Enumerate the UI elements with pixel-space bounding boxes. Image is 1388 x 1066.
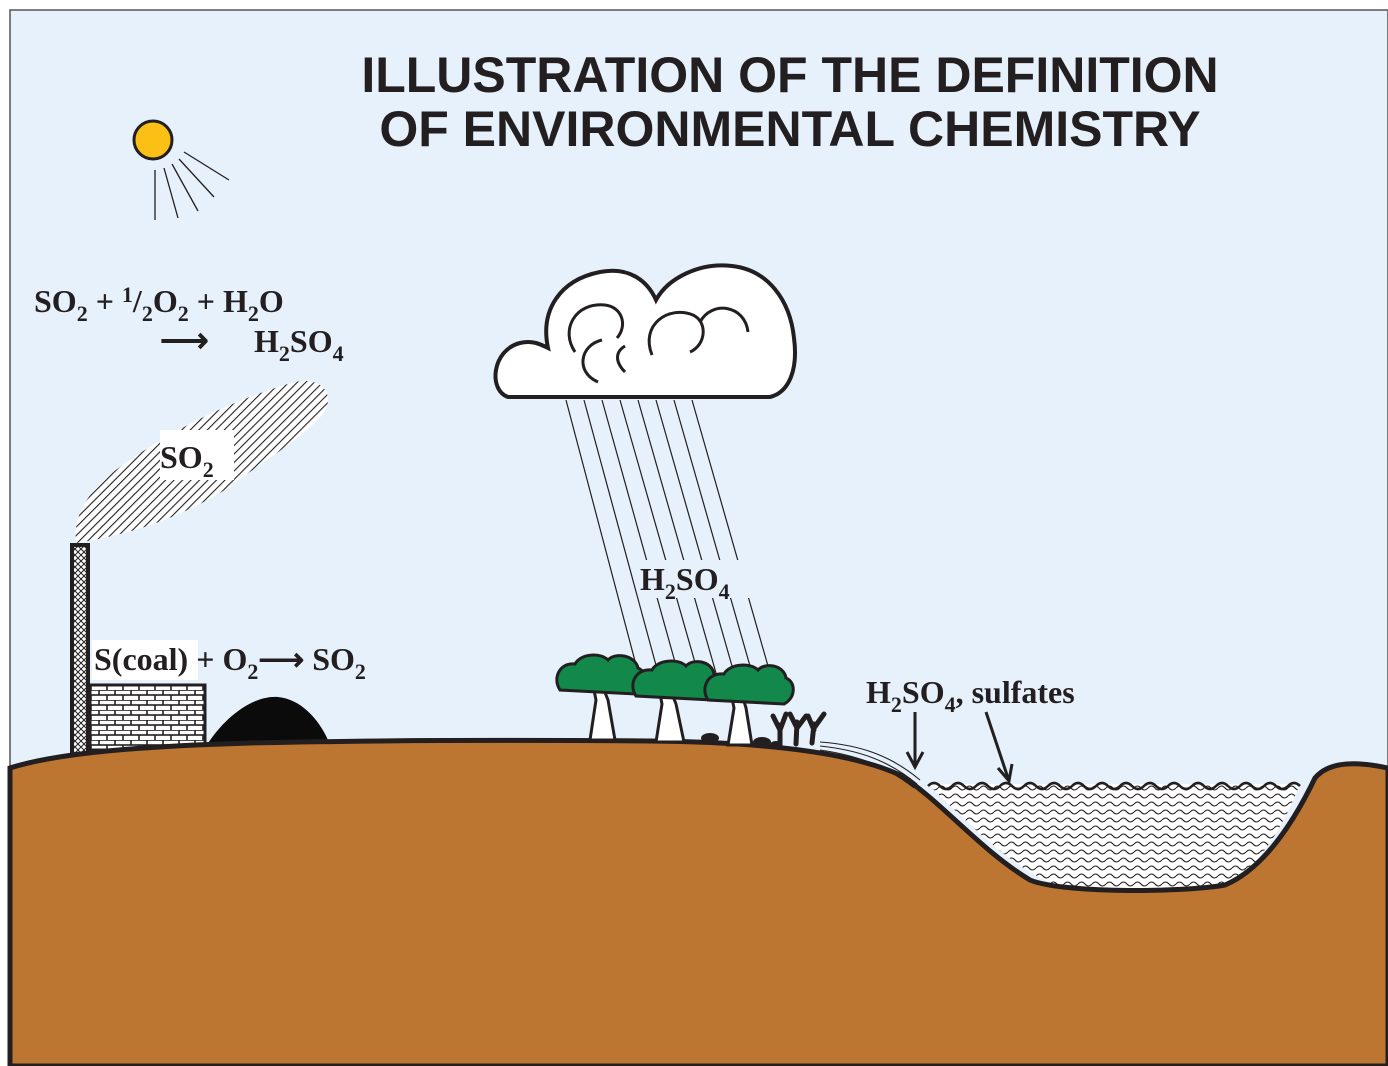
- acid-rain: [565, 399, 773, 681]
- upper-reaction-product: H2SO4: [254, 323, 344, 366]
- runoff-label: H2SO4, sulfates: [866, 674, 1075, 717]
- tree-icon: [703, 663, 795, 747]
- diagram-title-line1: ILLUSTRATION OF THE DEFINITION: [361, 47, 1218, 103]
- acid-runoff: [819, 741, 921, 789]
- coal-pile-icon: [205, 696, 328, 748]
- runoff-arrow-icon: [905, 712, 925, 771]
- cloud-icon: [493, 263, 797, 399]
- tree-icon: [631, 659, 723, 744]
- coal-reaction-label: S(coal) + O2⟶ SO2: [94, 641, 366, 684]
- sun-icon: [132, 119, 230, 220]
- coal-reaction-label-bg: [92, 640, 198, 680]
- lake-surface: [927, 781, 1301, 791]
- dead-plant-icon: [770, 711, 827, 748]
- smoke-label-bg: [160, 430, 234, 480]
- power-plant-building: [88, 683, 207, 752]
- lake-icon: [928, 784, 1300, 891]
- diagram-title-line2: OF ENVIRONMENTAL CHEMISTRY: [379, 101, 1200, 157]
- rain-h2so4-label: H2SO4: [640, 561, 730, 604]
- rain-label-bg: [640, 560, 752, 598]
- upper-reaction-arrow: ⟶: [160, 323, 209, 360]
- sulfate-arrow-icon: [984, 711, 1014, 785]
- upper-reaction-line1: SO2 + 1/2O2 + H2O: [34, 282, 284, 326]
- smokestack-icon: [70, 543, 90, 759]
- ground-soil: [7, 737, 1388, 1066]
- smoke-so2-label: SO2: [160, 439, 214, 482]
